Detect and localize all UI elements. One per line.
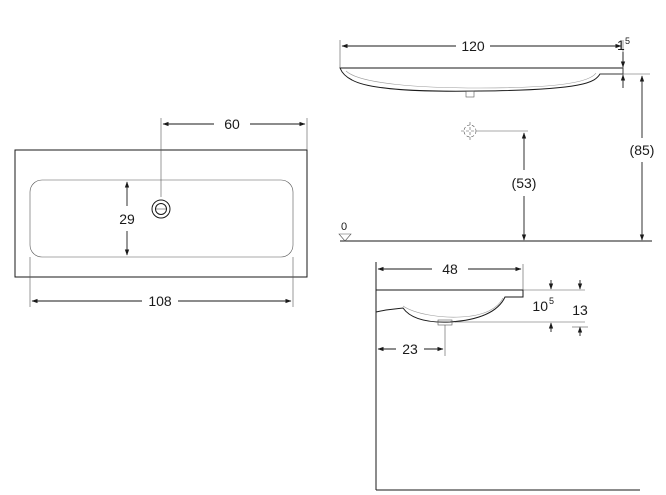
dim-13-label: 13 bbox=[572, 302, 588, 318]
dim-rim-base: 1 bbox=[617, 37, 625, 53]
floor-marker-icon bbox=[338, 233, 352, 242]
top-view: 60 29 108 bbox=[14, 116, 308, 309]
basin-profile bbox=[339, 67, 624, 92]
drain-icon bbox=[151, 199, 171, 219]
dim-120-label: 120 bbox=[461, 38, 485, 54]
dim-rim-sup: 5 bbox=[625, 36, 630, 46]
dim-108-label: 108 bbox=[148, 293, 172, 309]
side-view: 120 1 5 (85) (53) 0 bbox=[338, 36, 655, 242]
dim-23-label: 23 bbox=[402, 341, 418, 357]
dim-53-label: (53) bbox=[512, 175, 537, 191]
section-view: 48 23 10 5 13 bbox=[375, 261, 640, 491]
dim-bowl-base: 10 bbox=[532, 298, 548, 314]
dim-bowl-sup: 5 bbox=[549, 296, 554, 306]
bowl-outline bbox=[29, 179, 294, 258]
dim-29-label: 29 bbox=[119, 211, 135, 227]
drain-connection-icon bbox=[461, 122, 479, 140]
dim-85-label: (85) bbox=[630, 142, 655, 158]
dim-48-label: 48 bbox=[442, 261, 458, 277]
floor-label: 0 bbox=[341, 221, 347, 233]
basin-section-profile bbox=[375, 289, 524, 323]
dim-60-label: 60 bbox=[224, 116, 240, 132]
